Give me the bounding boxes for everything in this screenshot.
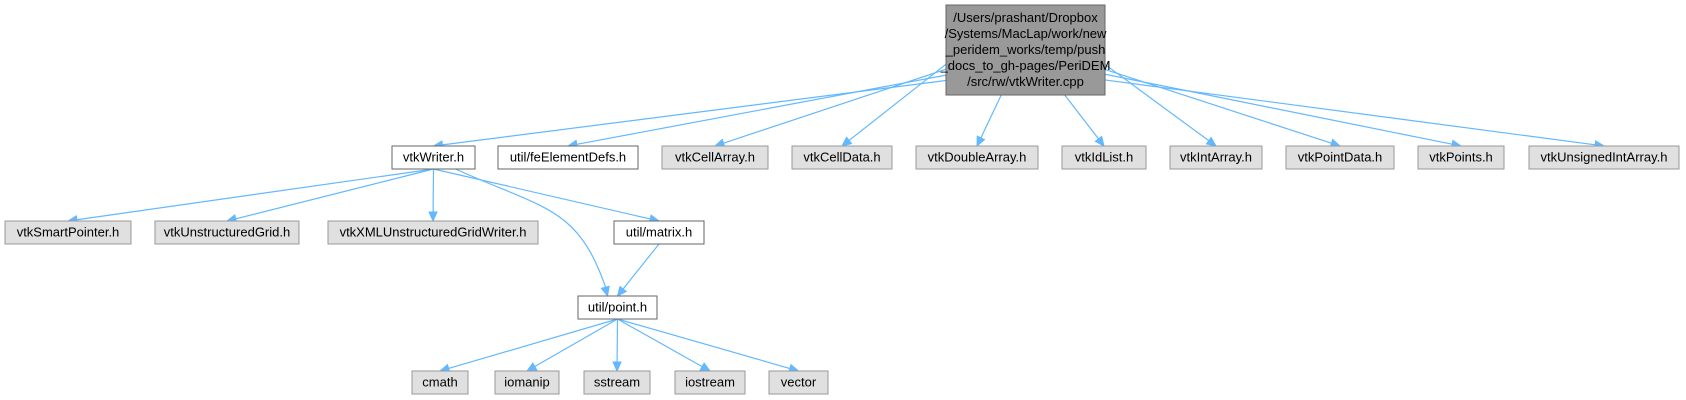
arrowhead-matrix-h-to-point-h	[616, 285, 628, 297]
edge-point-h-to-iomanip	[534, 318, 618, 368]
node-box-point-h	[577, 295, 658, 320]
node-vtkwriter-h[interactable]: vtkWriter.h	[391, 145, 476, 170]
node-label-vtkidlist-h: vtkIdList.h	[1075, 150, 1134, 165]
node-label-sstream: sstream	[594, 375, 640, 390]
edge-root-to-vtkdoublearray-h	[980, 94, 1002, 139]
node-box-vtkwriter-h	[391, 145, 476, 170]
arrowhead-vtkwriter-h-to-vtkxmlunstructuredgridwriter-h	[428, 211, 438, 223]
node-vtkdoublearray-h: vtkDoubleArray.h	[915, 145, 1039, 170]
node-vtkidlist-h: vtkIdList.h	[1061, 145, 1147, 170]
node-label-point-h: util/point.h	[588, 300, 647, 315]
node-vector: vector	[768, 370, 829, 395]
node-label-root-line-2: /Systems/MacLap/work/new	[945, 26, 1107, 41]
node-root[interactable]: /Users/prashant/Dropbox/Systems/MacLap/w…	[940, 4, 1111, 96]
edge-root-to-vtkpointdata-h	[1104, 68, 1332, 144]
node-box-iomanip	[494, 370, 560, 395]
node-label-root-line-3: _peridem_works/temp/push	[945, 42, 1106, 57]
arrowhead-vtkwriter-h-to-point-h	[600, 285, 610, 298]
node-label-root-line-5: /src/rw/vtkWriter.cpp	[967, 74, 1084, 89]
node-label-vtkwriter-h: vtkWriter.h	[403, 150, 464, 165]
node-vtkpointdata-h: vtkPointData.h	[1285, 145, 1395, 170]
node-box-vtkpoints-h	[1417, 145, 1505, 170]
arrowhead-point-h-to-iomanip	[525, 362, 538, 372]
edges-layer	[66, 63, 1606, 373]
node-vtkcellarray-h: vtkCellArray.h	[661, 145, 769, 170]
edge-root-to-feelementdefs-h	[576, 74, 947, 145]
node-label-vtkpoints-h: vtkPoints.h	[1429, 150, 1493, 165]
node-label-vtkpointdata-h: vtkPointData.h	[1298, 150, 1383, 165]
edge-vtkwriter-h-to-point-h	[455, 168, 607, 288]
node-vtkcelldata-h: vtkCellData.h	[791, 145, 893, 170]
node-label-iomanip: iomanip	[504, 375, 550, 390]
node-vtkunstructuredgrid-h: vtkUnstructuredGrid.h	[154, 220, 300, 245]
edge-point-h-to-cmath	[448, 318, 618, 370]
node-box-vtkcelldata-h	[791, 145, 893, 170]
edge-vtkwriter-h-to-matrix-h	[433, 168, 651, 220]
edge-root-to-vtkunsignedintarray-h	[1104, 79, 1596, 146]
node-vtkunsignedintarray-h: vtkUnsignedIntArray.h	[1528, 145, 1680, 170]
node-label-iostream: iostream	[685, 375, 735, 390]
node-box-feelementdefs-h	[497, 145, 639, 170]
edge-vtkwriter-h-to-vtkunstructuredgrid-h	[235, 168, 434, 220]
node-label-vtkxmlunstructuredgridwriter-h: vtkXMLUnstructuredGridWriter.h	[340, 225, 527, 240]
node-box-matrix-h	[613, 220, 705, 245]
edge-matrix-h-to-point-h	[622, 243, 660, 290]
node-label-vtkintarray-h: vtkIntArray.h	[1180, 150, 1252, 165]
node-iostream: iostream	[674, 370, 746, 395]
node-matrix-h[interactable]: util/matrix.h	[613, 220, 705, 245]
edge-root-to-vtkidlist-h	[1064, 94, 1099, 140]
edge-point-h-to-iostream	[617, 318, 703, 368]
edge-root-to-vtkwriter-h	[442, 79, 947, 146]
node-label-vtkunsignedintarray-h: vtkUnsignedIntArray.h	[1541, 150, 1668, 165]
node-box-vtkpointdata-h	[1285, 145, 1395, 170]
arrowhead-root-to-vtkcelldata-h	[841, 136, 853, 147]
edge-vtkwriter-h-to-vtksmartpointer-h	[76, 168, 434, 221]
arrowhead-root-to-vtkdoublearray-h	[976, 135, 986, 148]
node-box-vtkunsignedintarray-h	[1528, 145, 1680, 170]
node-box-vtkcellarray-h	[661, 145, 769, 170]
node-feelementdefs-h[interactable]: util/feElementDefs.h	[497, 145, 639, 170]
node-box-vtkidlist-h	[1061, 145, 1147, 170]
node-box-root	[945, 4, 1106, 96]
node-label-vector: vector	[781, 375, 817, 390]
edge-root-to-vtkcelldata-h	[848, 63, 947, 141]
node-box-vtksmartpointer-h	[4, 220, 132, 245]
edge-root-to-vtkintarray-h	[1104, 63, 1210, 142]
node-iomanip: iomanip	[494, 370, 560, 395]
edge-root-to-vtkcellarray-h	[723, 68, 947, 144]
node-label-vtksmartpointer-h: vtkSmartPointer.h	[17, 225, 120, 240]
edge-root-to-vtkpoints-h	[1104, 73, 1453, 145]
node-label-vtkdoublearray-h: vtkDoubleArray.h	[928, 150, 1027, 165]
node-vtksmartpointer-h: vtkSmartPointer.h	[4, 220, 132, 245]
node-sstream: sstream	[583, 370, 651, 395]
node-box-vtkunstructuredgrid-h	[154, 220, 300, 245]
node-label-feelementdefs-h: util/feElementDefs.h	[510, 150, 626, 165]
node-label-vtkcelldata-h: vtkCellData.h	[803, 150, 880, 165]
node-box-cmath	[411, 370, 469, 395]
arrowhead-point-h-to-iostream	[699, 362, 712, 372]
node-vtkpoints-h: vtkPoints.h	[1417, 145, 1505, 170]
node-label-root-line-4: _docs_to_gh-pages/PeriDEM	[940, 58, 1111, 73]
arrowhead-root-to-vtkidlist-h	[1094, 135, 1105, 147]
edge-point-h-to-vector	[617, 318, 791, 370]
node-box-vtkxmlunstructuredgridwriter-h	[327, 220, 539, 245]
node-point-h[interactable]: util/point.h	[577, 295, 658, 320]
node-label-vtkcellarray-h: vtkCellArray.h	[675, 150, 755, 165]
arrowhead-root-to-vtkintarray-h	[1205, 136, 1217, 147]
node-box-vtkdoublearray-h	[915, 145, 1039, 170]
arrowhead-point-h-to-sstream	[612, 361, 622, 373]
node-box-vtkintarray-h	[1169, 145, 1263, 170]
node-box-vector	[768, 370, 829, 395]
node-box-iostream	[674, 370, 746, 395]
node-vtkintarray-h: vtkIntArray.h	[1169, 145, 1263, 170]
node-box-sstream	[583, 370, 651, 395]
node-cmath: cmath	[411, 370, 469, 395]
node-label-matrix-h: util/matrix.h	[626, 225, 692, 240]
node-vtkxmlunstructuredgridwriter-h: vtkXMLUnstructuredGridWriter.h	[327, 220, 539, 245]
node-label-root-line-1: /Users/prashant/Dropbox	[953, 10, 1098, 25]
node-label-vtkunstructuredgrid-h: vtkUnstructuredGrid.h	[164, 225, 290, 240]
node-label-cmath: cmath	[422, 375, 457, 390]
nodes-layer: /Users/prashant/Dropbox/Systems/MacLap/w…	[4, 4, 1680, 395]
